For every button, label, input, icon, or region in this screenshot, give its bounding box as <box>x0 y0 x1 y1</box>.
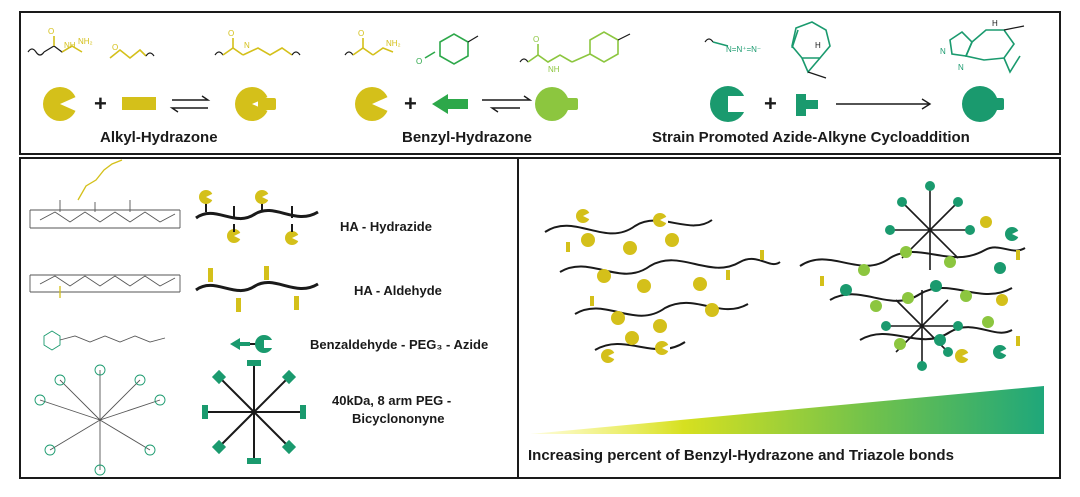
ha-hydrazide-symbol <box>195 190 319 245</box>
azide-c-symbol <box>710 86 748 122</box>
benzyl-hydrazone-label: Benzyl-Hydrazone <box>402 129 532 146</box>
benzyl-hydrazide-symbol <box>355 87 390 121</box>
alkyl-hydrazide-symbol <box>43 87 78 121</box>
atom-o-3: O <box>228 29 234 38</box>
plus-sign-2: + <box>404 91 417 116</box>
irreversible-arrow <box>836 98 932 110</box>
eight-arm-peg-chemistry <box>34 364 166 476</box>
atom-o-5: O <box>416 57 422 66</box>
legend-peg-azide: Benzaldehyde - PEG₃ - Azide <box>310 337 488 352</box>
alkyl-aldehyde-symbol <box>122 97 156 110</box>
mixed-crosslink-network <box>799 181 1026 371</box>
atom-h-bcn: H <box>815 41 821 50</box>
peg-azide-symbol <box>230 335 274 353</box>
legend-8arm-peg-line1: 40kDa, 8 arm PEG - <box>332 393 451 408</box>
ha-hydrazide-chemistry <box>29 159 181 229</box>
atom-n-tri-1: N <box>940 47 946 56</box>
spaac-label: Strain Promoted Azide-Alkyne Cycloadditi… <box>652 129 970 146</box>
atom-o-1: O <box>48 27 54 36</box>
atom-nh-1: NH <box>64 41 76 50</box>
atom-nh2-1: NH₂ <box>78 37 93 46</box>
alkyl-hydrazone-network <box>544 209 781 363</box>
benzaldehyde-arrow-symbol <box>432 94 468 114</box>
atom-o-4: O <box>358 29 364 38</box>
legend-ha-aldehyde: HA - Aldehyde <box>354 283 442 298</box>
ha-aldehyde-symbol <box>195 266 319 312</box>
atom-nh2-4: NH₂ <box>386 39 401 48</box>
atom-o-6: O <box>533 35 539 44</box>
legend-ha-hydrazide: HA - Hydrazide <box>340 219 432 234</box>
benzyl-hydrazone-structure <box>519 31 631 63</box>
benzyl-hydrazone-symbol <box>535 87 578 121</box>
ha-aldehyde-chemistry <box>29 274 181 298</box>
network-caption: Increasing percent of Benzyl-Hydrazone a… <box>528 447 954 464</box>
increasing-gradient-ramp <box>530 386 1044 434</box>
bcn-structure <box>791 21 831 79</box>
equilibrium-arrows-2 <box>482 95 533 113</box>
eight-arm-peg-symbol <box>202 360 306 464</box>
equilibrium-arrows-1 <box>169 95 211 113</box>
alkyl-hydrazide-structure <box>27 36 83 56</box>
network-panel-border <box>517 157 1061 479</box>
plus-sign-1: + <box>94 91 107 116</box>
atom-h-tri: H <box>992 19 998 28</box>
plus-sign-3: + <box>764 91 777 116</box>
atom-n-tri-2: N <box>958 63 964 72</box>
alkyl-hydrazone-structure <box>214 38 301 56</box>
atom-n-3: N <box>244 41 250 50</box>
triazole-product-structure <box>949 25 1025 74</box>
peg-azide-chemistry <box>43 330 166 351</box>
alkyne-t-symbol <box>796 94 818 116</box>
azide-n3-label: N=N⁺=N⁻ <box>726 45 761 54</box>
benzyl-hydrazide-structure <box>344 38 394 56</box>
alkyl-hydrazone-symbol <box>235 87 276 121</box>
alkyl-aldehyde-structure <box>109 48 155 60</box>
top-panel-border <box>19 11 1061 155</box>
atom-nh-6: NH <box>548 65 560 74</box>
benzaldehyde-structure <box>424 33 479 65</box>
atom-o-2: O <box>112 43 118 52</box>
legend-8arm-peg-line2: Bicyclononyne <box>352 411 444 426</box>
alkyl-hydrazone-label: Alkyl-Hydrazone <box>100 129 218 146</box>
azide-structure <box>704 38 729 47</box>
triazole-symbol <box>962 86 1004 122</box>
